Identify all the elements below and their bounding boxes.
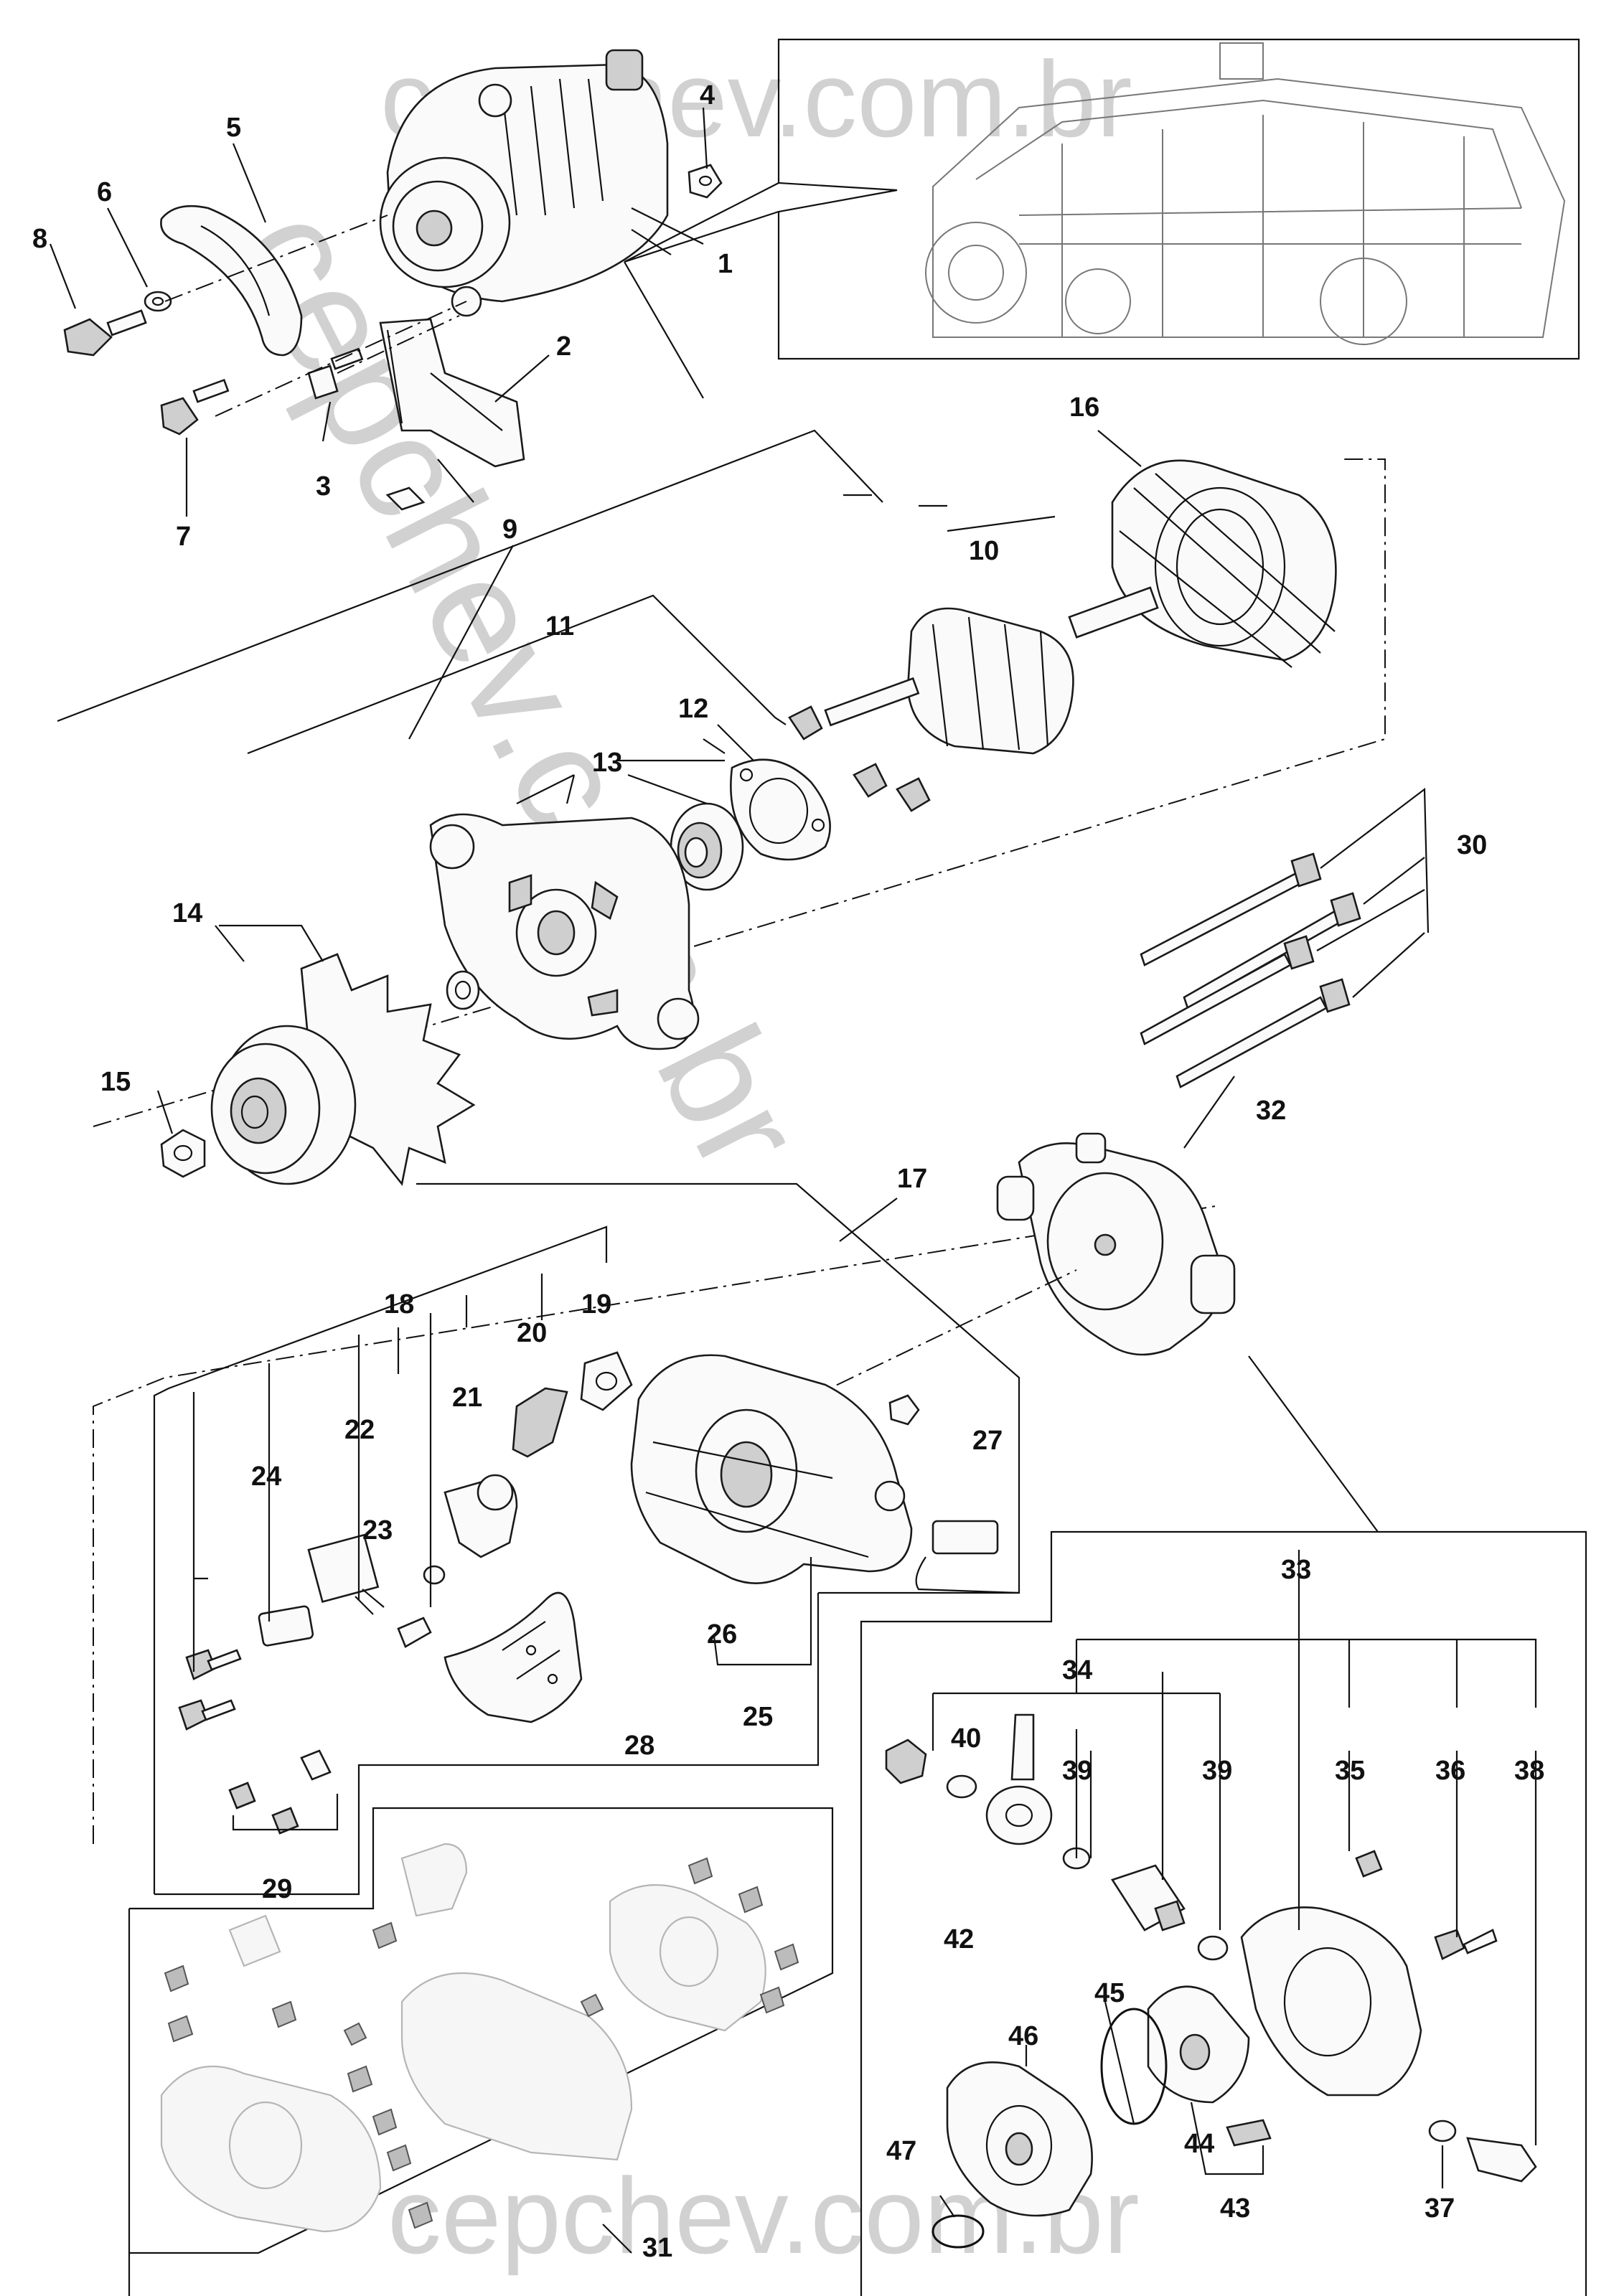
- callout-1: 1: [718, 249, 733, 279]
- callout-46: 46: [1008, 2021, 1038, 2051]
- bolt-3: [307, 347, 364, 400]
- callout-43: 43: [1220, 2193, 1250, 2224]
- callout-29: 29: [262, 1874, 292, 1904]
- bolts-29: [228, 1749, 339, 1835]
- callout-5: 5: [226, 113, 241, 143]
- nut-15: [160, 1129, 206, 1178]
- callout-22: 22: [344, 1415, 375, 1445]
- small-clip: [397, 1565, 446, 1648]
- callout-19: 19: [581, 1289, 611, 1319]
- brush-holder-20: [512, 1387, 568, 1458]
- section-9-bracket: [57, 429, 883, 723]
- callout-39b: 39: [1202, 1756, 1232, 1786]
- callout-36: 36: [1435, 1756, 1465, 1786]
- spacer-collar: [446, 970, 480, 1010]
- callout-4: 4: [700, 80, 715, 110]
- callout-25: 25: [743, 1702, 773, 1732]
- engine-inset: [624, 38, 1580, 399]
- callout-32: 32: [1256, 1096, 1286, 1126]
- regulator-21: [444, 1474, 518, 1558]
- callout-38: 38: [1514, 1756, 1544, 1786]
- adjusting-plate: [160, 204, 303, 357]
- drive-end-frame: [429, 813, 700, 1050]
- stator-16: [1111, 459, 1337, 668]
- callout-10: 10: [969, 536, 999, 566]
- connector-27: [915, 1520, 1020, 1594]
- callout-21: 21: [452, 1383, 482, 1413]
- callout-18: 18: [384, 1289, 414, 1319]
- bolt-8: [63, 309, 147, 357]
- callout-23: 23: [362, 1515, 393, 1545]
- rectifier-28: [444, 1591, 583, 1723]
- callout-6: 6: [97, 177, 112, 207]
- rotor-10: [824, 586, 1159, 755]
- callout-15: 15: [100, 1067, 131, 1097]
- callout-27: 27: [972, 1426, 1003, 1456]
- callout-13: 13: [592, 748, 622, 778]
- callout-9: 9: [502, 514, 517, 545]
- nut-rear: [888, 1394, 920, 1426]
- callout-47: 47: [886, 2136, 916, 2166]
- callout-37: 37: [1425, 2193, 1455, 2224]
- callout-14: 14: [172, 898, 202, 928]
- callout-17: 17: [897, 1164, 927, 1194]
- screws-11: [788, 705, 931, 812]
- callout-3: 3: [316, 471, 331, 502]
- callout-39a: 39: [1062, 1756, 1092, 1786]
- callout-7: 7: [176, 522, 191, 552]
- callout-34: 34: [1062, 1655, 1092, 1685]
- callout-11: 11: [545, 611, 574, 641]
- callout-12: 12: [678, 694, 708, 724]
- callout-33: 33: [1281, 1555, 1311, 1585]
- callout-35: 35: [1335, 1756, 1365, 1786]
- bracket-2: [379, 318, 525, 511]
- callout-45: 45: [1094, 1978, 1125, 2008]
- callout-20: 20: [517, 1318, 547, 1348]
- kit-31: [128, 1807, 834, 2296]
- pump-housing-32: [996, 1132, 1236, 1356]
- terminal-24: [258, 1605, 314, 1647]
- callout-26: 26: [707, 1619, 737, 1650]
- washer-6: [144, 291, 172, 312]
- bearing-13: [670, 802, 744, 891]
- alternator-assembly: [379, 49, 704, 317]
- callout-40: 40: [951, 1723, 981, 1754]
- callout-30: 30: [1457, 830, 1487, 860]
- callout-16: 16: [1069, 392, 1099, 423]
- engine-block-icon: [925, 42, 1566, 345]
- callout-44: 44: [1184, 2129, 1214, 2159]
- gasket-19: [580, 1351, 633, 1411]
- pulley-fan-14: [210, 953, 476, 1186]
- callout-42: 42: [944, 1924, 974, 1954]
- through-bolts-30: [1140, 787, 1430, 1088]
- callout-28: 28: [624, 1731, 654, 1761]
- ic-regulator-23: [307, 1533, 385, 1615]
- bolt-7: [160, 378, 230, 436]
- rear-cover-25: [630, 1354, 913, 1584]
- callout-31: 31: [642, 2233, 672, 2263]
- pump-detail-33: [860, 1355, 1587, 2296]
- callout-24: 24: [251, 1462, 281, 1492]
- callout-8: 8: [32, 224, 47, 254]
- callout-2: 2: [556, 331, 571, 362]
